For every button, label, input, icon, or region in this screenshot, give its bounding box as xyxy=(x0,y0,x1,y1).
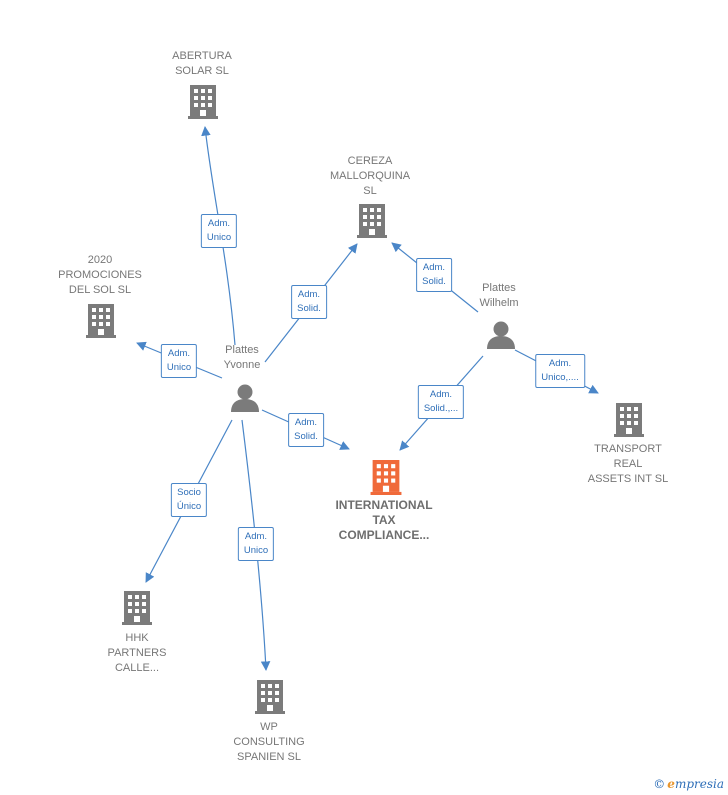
edge-label-yvonne-abertura[interactable]: Adm. Unico xyxy=(200,214,238,248)
company-label-promociones[interactable]: 2020 PROMOCIONES DEL SOL SL xyxy=(58,254,142,296)
person-label-wilhelm[interactable]: Plattes Wilhelm xyxy=(479,282,519,309)
company-label-wp[interactable]: WP CONSULTING SPANIEN SL xyxy=(233,721,305,763)
building-icon-cereza[interactable] xyxy=(357,204,387,238)
building-icon-hhk[interactable] xyxy=(122,591,152,625)
edge-label-yvonne-cereza[interactable]: Adm. Solid. xyxy=(291,285,327,319)
edge-label-wilhelm-international[interactable]: Adm. Solid.,... xyxy=(417,385,465,419)
copyright-icon: © xyxy=(653,777,666,791)
edge-label-yvonne-hhk[interactable]: Socio Único xyxy=(170,483,208,517)
company-label-abertura[interactable]: ABERTURA SOLAR SL xyxy=(172,50,232,77)
person-icon-wilhelm[interactable] xyxy=(487,321,515,350)
person-label-yvonne[interactable]: Plattes Yvonne xyxy=(223,344,261,371)
building-icon-wp[interactable] xyxy=(255,680,285,714)
edge-label-yvonne-promociones[interactable]: Adm. Unico xyxy=(160,344,198,378)
building-icon-transport[interactable] xyxy=(614,403,644,437)
edge-label-yvonne-wp[interactable]: Adm. Unico xyxy=(237,527,275,561)
building-icon-international[interactable] xyxy=(370,460,402,495)
person-icon-yvonne[interactable] xyxy=(231,384,259,413)
building-icon-abertura[interactable] xyxy=(188,85,218,119)
company-label-international[interactable]: INTERNATIONAL TAX COMPLIANCE... xyxy=(335,498,433,542)
company-label-transport[interactable]: TRANSPORT REAL ASSETS INT SL xyxy=(587,443,669,485)
building-icon-promociones[interactable] xyxy=(86,304,116,338)
edge-label-wilhelm-transport[interactable]: Adm. Unico,.... xyxy=(535,354,585,388)
company-label-hhk[interactable]: HHK PARTNERS CALLE... xyxy=(107,632,167,674)
edge-label-yvonne-international[interactable]: Adm. Solid. xyxy=(288,413,324,447)
company-label-cereza[interactable]: CEREZA MALLORQUINA SL xyxy=(329,155,411,197)
edge-label-wilhelm-cereza[interactable]: Adm. Solid. xyxy=(416,258,452,292)
empresia-watermark: ©empresia xyxy=(653,777,724,791)
